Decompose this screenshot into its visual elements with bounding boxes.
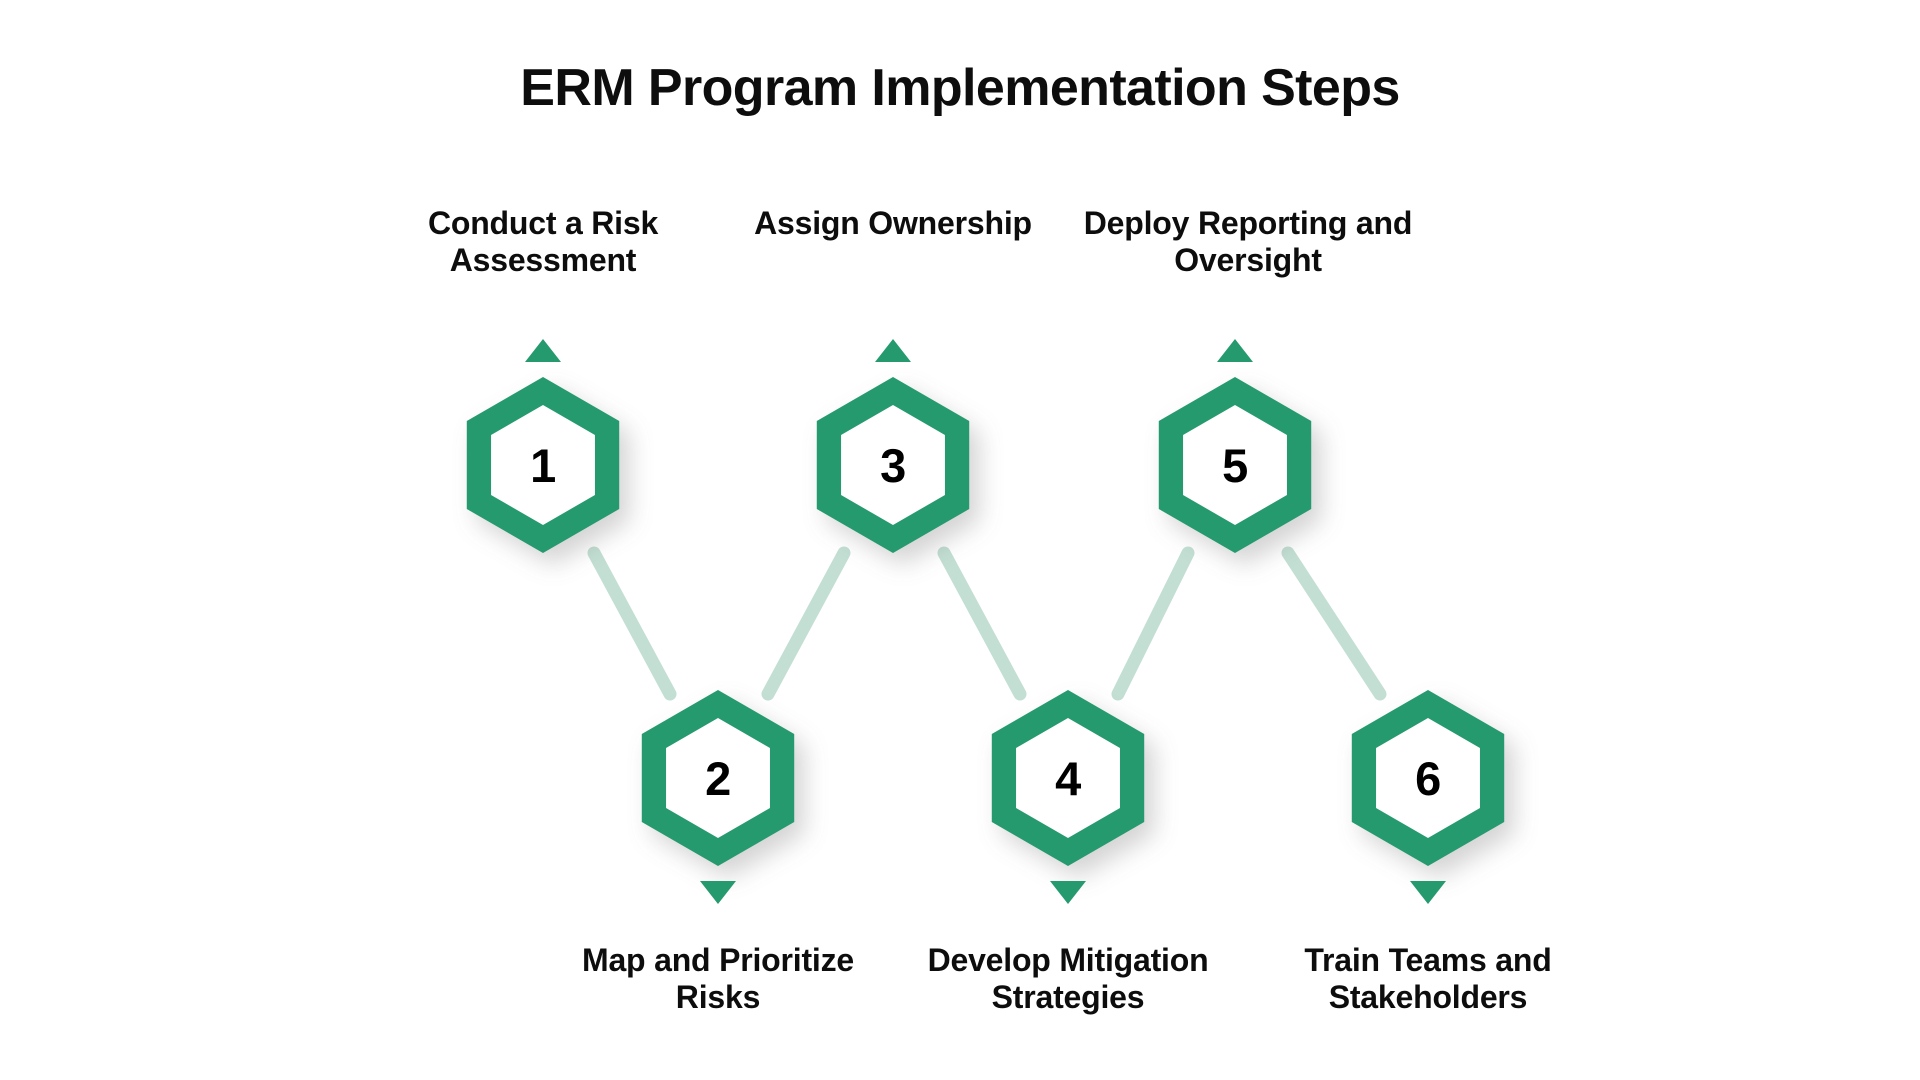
step-number: 1 <box>530 438 556 492</box>
step-node-2[interactable]: 2 <box>640 690 796 866</box>
step-node-3[interactable]: 3 <box>815 377 971 553</box>
step-label-3: Assign Ownership <box>754 205 1032 241</box>
step-number: 3 <box>880 438 906 492</box>
step-number: 6 <box>1415 751 1441 805</box>
triangle-up-icon <box>875 339 911 362</box>
connector-line <box>1281 546 1387 701</box>
step-node-1[interactable]: 1 <box>465 377 621 553</box>
step-label-2: Map and Prioritize Risks <box>582 942 854 1016</box>
connector-line <box>761 546 851 701</box>
page-title: ERM Program Implementation Steps <box>520 59 1400 117</box>
step-label-1: Conduct a Risk Assessment <box>427 205 659 279</box>
step-label-4: Develop Mitigation Strategies <box>927 942 1209 1016</box>
triangle-down-icon <box>700 881 736 904</box>
hexagon-inner <box>491 405 595 525</box>
hexagon-icon <box>815 377 971 553</box>
connector-line <box>587 546 677 701</box>
step-node-5[interactable]: 5 <box>1157 377 1313 553</box>
step-node-6[interactable]: 6 <box>1350 690 1506 866</box>
connector-line <box>1111 546 1195 701</box>
hexagon-icon <box>990 690 1146 866</box>
triangle-up-icon <box>1217 339 1253 362</box>
step-number: 5 <box>1222 438 1248 492</box>
hexagon-icon <box>640 690 796 866</box>
hexagon-inner <box>666 718 770 838</box>
step-number: 2 <box>705 751 731 805</box>
triangle-down-icon <box>1050 881 1086 904</box>
hexagon-inner <box>1376 718 1480 838</box>
hexagon-icon <box>465 377 621 553</box>
connector-line <box>937 546 1027 701</box>
step-label-5: Deploy Reporting and Oversight <box>1083 205 1413 279</box>
step-node-4[interactable]: 4 <box>990 690 1146 866</box>
hexagon-icon <box>1157 377 1313 553</box>
hexagon-inner <box>1016 718 1120 838</box>
triangle-up-icon <box>525 339 561 362</box>
hexagon-inner <box>841 405 945 525</box>
hexagon-inner <box>1183 405 1287 525</box>
step-number: 4 <box>1055 751 1081 805</box>
step-label-6: Train Teams and Stakeholders <box>1304 942 1552 1016</box>
triangle-down-icon <box>1410 881 1446 904</box>
hexagon-icon <box>1350 690 1506 866</box>
